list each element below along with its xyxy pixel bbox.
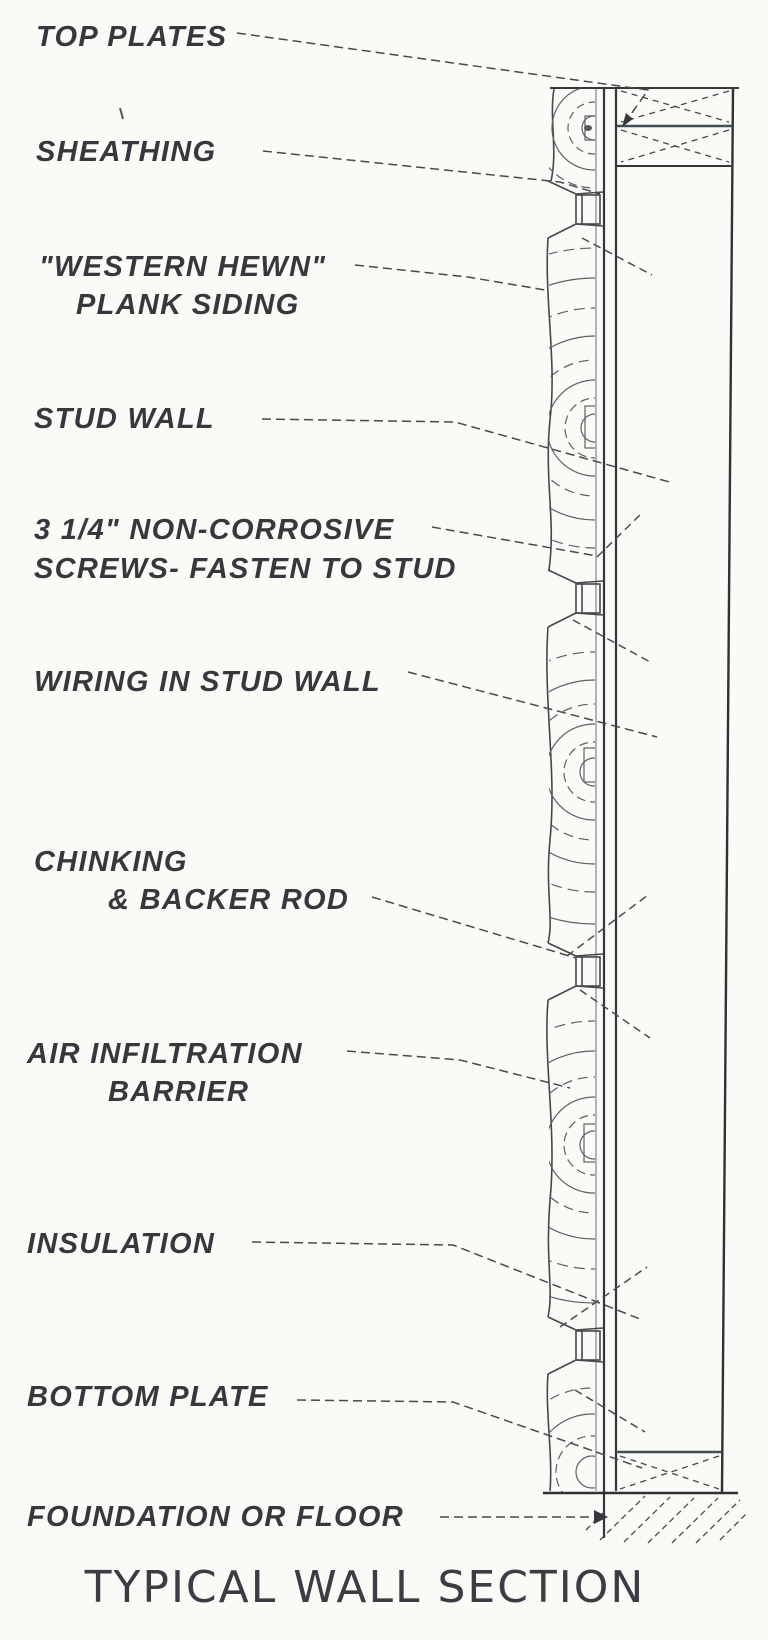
label-screws-1: 3 1/4" NON-CORROSIVE bbox=[34, 514, 395, 546]
top-plates-arrowhead bbox=[622, 113, 633, 127]
leader-bottom-plate bbox=[296, 1399, 643, 1469]
screw-line-joint-2a bbox=[596, 511, 644, 558]
screw-line-joint-3b bbox=[579, 989, 651, 1039]
chinking-joints bbox=[547, 180, 604, 1375]
label-air-barrier-2: BARRIER bbox=[108, 1076, 250, 1108]
label-sheathing: SHEATHING bbox=[36, 136, 217, 168]
screw-line-joint-3a bbox=[566, 894, 649, 957]
leader-sheathing bbox=[262, 150, 601, 195]
foundation-arrowhead bbox=[594, 1510, 608, 1524]
log-2-grain bbox=[549, 247, 595, 571]
log-4-grain bbox=[549, 1020, 595, 1304]
drawing-title: TYPICAL WALL SECTION bbox=[84, 1562, 646, 1613]
label-air-barrier-1: AIR INFILTRATION bbox=[27, 1038, 303, 1070]
label-chinking-2: & BACKER ROD bbox=[108, 884, 350, 916]
label-screws-2: SCREWS- FASTEN TO STUD bbox=[34, 553, 457, 585]
log-1-grain bbox=[549, 89, 595, 189]
top-plate-hatch bbox=[620, 90, 730, 163]
label-foundation: FOUNDATION OR FLOOR bbox=[27, 1501, 404, 1533]
log-1-edge bbox=[550, 88, 555, 182]
label-top-plates: TOP PLATES bbox=[36, 21, 228, 53]
log-4-edge bbox=[546, 999, 553, 1318]
label-bottom-plate: BOTTOM PLATE bbox=[27, 1381, 269, 1413]
leader-wiring bbox=[407, 671, 658, 738]
log-5-grain bbox=[549, 1387, 595, 1492]
leader-chinking bbox=[371, 896, 577, 959]
screw-line-joint-4b bbox=[574, 1389, 646, 1433]
label-plank-siding-2: PLANK SIDING bbox=[76, 289, 300, 321]
log-3-grain bbox=[549, 651, 595, 925]
leader-stud-wall bbox=[261, 418, 674, 484]
label-stud-wall: STUD WALL bbox=[34, 403, 215, 435]
log-3-edge bbox=[546, 626, 553, 944]
stud-cavity-right-edge bbox=[720, 87, 735, 1493]
screw-line-joint-2b bbox=[572, 619, 653, 664]
screw-line-joint-1 bbox=[581, 237, 653, 276]
leader-insulation bbox=[251, 1241, 641, 1320]
chinking-joint-3 bbox=[547, 942, 604, 1001]
screw-lines bbox=[559, 237, 653, 1433]
screw-line-joint-4a bbox=[559, 1266, 648, 1328]
siding-column bbox=[546, 88, 597, 1492]
chinking-joint-4 bbox=[547, 1316, 604, 1375]
wood-grain bbox=[549, 89, 595, 1492]
top-plates-box bbox=[617, 90, 732, 167]
bottom-plate-hatch bbox=[619, 1455, 720, 1490]
chinking-joint-1 bbox=[547, 180, 604, 239]
leader-top-plates bbox=[236, 32, 650, 128]
leader-screws bbox=[431, 526, 598, 557]
leader-lines bbox=[236, 32, 674, 1518]
label-chinking-1: CHINKING bbox=[34, 846, 188, 878]
bottom-plate-box bbox=[616, 1450, 722, 1490]
scan-artifact-tick bbox=[119, 107, 124, 120]
sheathing-lines bbox=[602, 88, 618, 1538]
label-insulation: INSULATION bbox=[27, 1228, 216, 1260]
chinking-joint-2 bbox=[547, 569, 604, 628]
label-wiring: WIRING IN STUD WALL bbox=[34, 666, 381, 698]
leader-plank-siding bbox=[354, 264, 546, 291]
foundation-hatch bbox=[585, 1495, 747, 1544]
leader-air-barrier bbox=[346, 1050, 571, 1089]
log-2-edge bbox=[546, 237, 553, 571]
label-plank-siding-1: "WESTERN HEWN" bbox=[39, 251, 327, 283]
